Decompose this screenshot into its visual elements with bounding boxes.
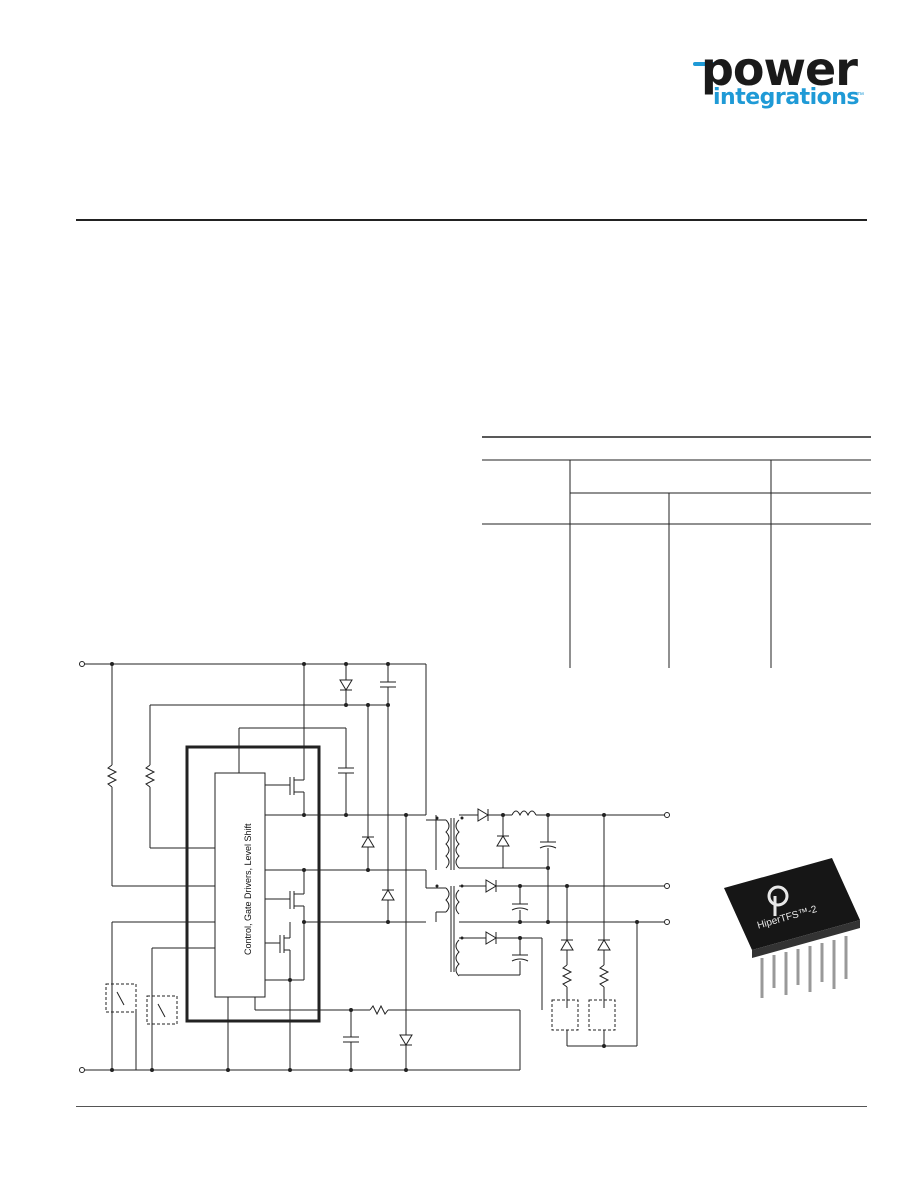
ic-block-label: Control, Gate Drivers, Level Shift: [243, 823, 253, 955]
logo-word-integrations: integrations: [713, 85, 860, 110]
footer-divider: [76, 1106, 867, 1107]
company-logo: power integrations ™: [693, 42, 868, 114]
ic-package-photo-icon: [724, 858, 860, 998]
logo-word-power: power: [701, 42, 858, 96]
header-divider: [76, 219, 867, 221]
logo-swoosh-icon: [693, 62, 715, 66]
table-grid: [482, 436, 871, 668]
logo-trademark: ™: [857, 92, 864, 99]
